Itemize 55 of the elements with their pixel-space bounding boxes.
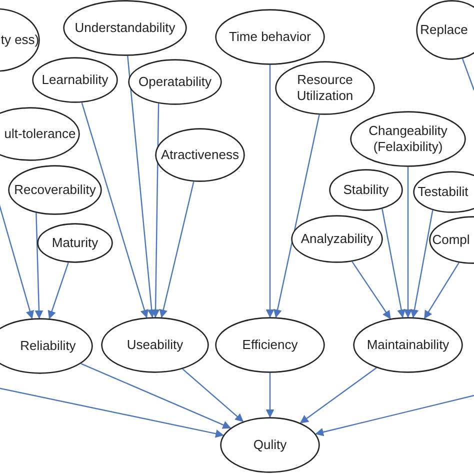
- node-label: Analyzability: [300, 231, 374, 247]
- ellipse-node: [353, 317, 463, 373]
- ellipse-node: [329, 169, 403, 211]
- node-label: Stability: [343, 182, 389, 198]
- arrow: [81, 102, 148, 318]
- arrow: [300, 367, 377, 424]
- node-label: Testabilit: [418, 184, 468, 200]
- node-label: Reliability: [20, 338, 76, 354]
- node-label: Operatability: [138, 74, 212, 90]
- node-label: Changeability (Felaxibility): [368, 123, 448, 155]
- arrow: [424, 262, 460, 319]
- node-label: Qulity: [253, 437, 287, 453]
- ellipse-node: [101, 317, 209, 373]
- ellipse-node: [128, 59, 222, 105]
- ellipse-node: [215, 9, 325, 65]
- arrow: [266, 373, 274, 418]
- ellipse-node: [8, 165, 102, 215]
- arrow: [48, 262, 69, 320]
- arrow: [315, 394, 474, 436]
- ellipse-node: [63, 0, 187, 56]
- node-label: Atractiveness: [160, 147, 240, 163]
- node-label: Recoverability: [14, 182, 96, 198]
- node-label: Replace: [420, 22, 468, 38]
- node-label: Useability: [126, 337, 184, 353]
- node-label: Compl: [432, 232, 470, 248]
- arrow: [382, 208, 406, 318]
- node-label: ult-tolerance: [4, 126, 76, 142]
- ellipse-node: [37, 223, 113, 263]
- ellipse-node: [291, 215, 383, 263]
- arrow: [410, 210, 434, 318]
- ellipse-node: [215, 317, 325, 373]
- ellipse-node: [220, 417, 320, 473]
- arrow: [404, 167, 412, 318]
- arrow: [34, 212, 44, 319]
- arrow: [273, 114, 320, 318]
- ellipse-node: [155, 128, 245, 182]
- ellipse-node: [350, 111, 466, 167]
- node-label: Maintainability: [366, 337, 450, 353]
- arrow: [159, 182, 194, 318]
- arrow: [127, 56, 156, 318]
- node-label: Resource Utilization: [296, 72, 354, 104]
- node-label: Efficiency: [242, 337, 298, 353]
- node-label: ty ess): [0, 32, 40, 48]
- arrow: [182, 368, 244, 422]
- arrow: [266, 65, 274, 318]
- node-label: Learnability: [42, 72, 108, 88]
- node-label: Time behavior: [229, 29, 311, 45]
- ellipse-node: [275, 61, 375, 115]
- node-label: Understandability: [74, 20, 176, 36]
- arrow: [80, 363, 232, 429]
- arrow: [151, 104, 160, 318]
- arrow: [0, 387, 224, 438]
- ellipse-node: [32, 57, 118, 103]
- arrow: [352, 261, 391, 320]
- node-label: Maturity: [52, 235, 98, 251]
